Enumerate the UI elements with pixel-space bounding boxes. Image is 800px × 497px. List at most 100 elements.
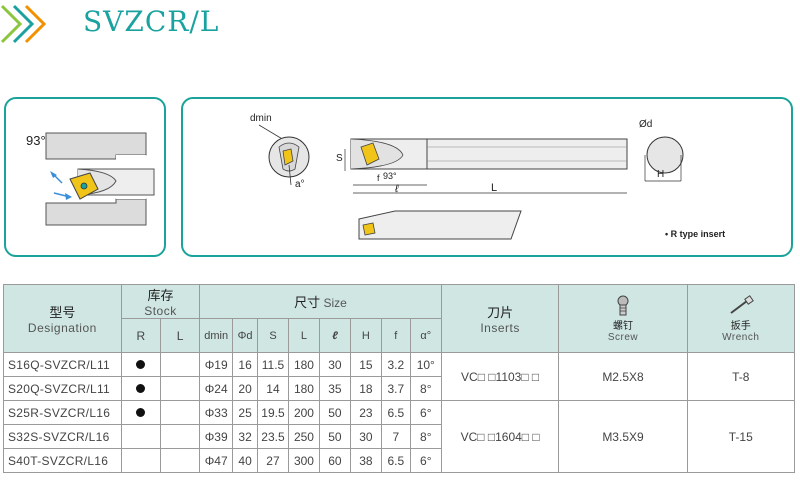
size-d-cell: 16 — [232, 352, 258, 377]
size-L-cell: 180 — [287, 376, 320, 401]
stock-header: 库存 Stock — [120, 284, 201, 319]
page-header: SVZCR/L — [0, 0, 800, 50]
ell-dimension-label: ℓ — [394, 183, 399, 195]
size-a-cell: 10° — [409, 352, 442, 377]
insert-cell: VC□ □1604□ □ — [440, 400, 560, 473]
size-ell-header: ℓ — [318, 318, 351, 353]
size-f-cell: 7 — [380, 424, 411, 449]
tool-dimension-drawing: dmin a° S f 93° ℓ L Ød H • R type insert — [250, 113, 725, 240]
size-s-header: S — [257, 318, 289, 353]
size-s-cell: 14 — [257, 376, 289, 401]
size-h-cell: 23 — [349, 400, 382, 425]
f-dimension-label: f — [377, 173, 380, 183]
size-h-cell: 15 — [349, 352, 382, 377]
size-s-cell: 23.5 — [257, 424, 289, 449]
stock-l-cell — [159, 400, 201, 425]
size-a-cell: 8° — [409, 376, 442, 401]
designation-cell: S25R-SVZCR/L16 — [3, 400, 122, 425]
size-header: 尺寸 Size — [199, 284, 442, 319]
s-dimension-label: S — [336, 153, 343, 164]
designation-cell: S20Q-SVZCR/L11 — [3, 376, 122, 401]
size-ell-cell: 50 — [318, 424, 351, 449]
size-d-cell: 40 — [232, 448, 258, 473]
size-ell-cell: 35 — [318, 376, 351, 401]
size-dmin-cell: Φ47 — [199, 448, 234, 473]
stock-l-cell — [159, 424, 201, 449]
in-stock-dot-icon — [136, 383, 146, 393]
page-title: SVZCR/L — [83, 5, 220, 38]
size-d-cell: 20 — [232, 376, 258, 401]
size-h-header: H — [349, 318, 382, 353]
size-dmin-header: dmin — [199, 318, 234, 353]
size-dmin-cell: Φ39 — [199, 424, 234, 449]
r-type-insert-note: • R type insert — [665, 229, 725, 239]
size-f-cell: 6.5 — [380, 400, 411, 425]
size-ell-cell: 50 — [318, 400, 351, 425]
wrench-header: 扳手 Wrench — [686, 284, 796, 353]
stock-l-cell — [159, 376, 201, 401]
designation-header: 型号 Designation — [3, 284, 122, 353]
stock-l-cell — [159, 448, 201, 473]
screw-icon — [617, 295, 629, 315]
wrench-cell: T-15 — [686, 400, 796, 473]
stock-r-cell — [120, 448, 161, 473]
wrench-cell: T-8 — [686, 352, 796, 401]
screw-cell: M2.5X8 — [558, 352, 688, 401]
dmin-label: dmin — [250, 113, 272, 124]
size-f-cell: 6.5 — [380, 448, 411, 473]
h-dimension-label: H — [657, 169, 664, 180]
size-L-cell: 180 — [287, 352, 320, 377]
specification-table: 型号 Designation 库存 Stock 尺寸 Size 刀片 Inser… — [3, 284, 796, 473]
size-f-cell: 3.2 — [380, 352, 411, 377]
screw-cell: M3.5X9 — [558, 400, 688, 473]
insert-cell: VC□ □1103□ □ — [440, 352, 560, 401]
size-dmin-cell: Φ19 — [199, 352, 234, 377]
size-a-cell: 6° — [409, 400, 442, 425]
size-d-cell: 25 — [232, 400, 258, 425]
approach-angle-label: 93° — [26, 133, 46, 148]
designation-cell: S32S-SVZCR/L16 — [3, 424, 122, 449]
od-label: Ød — [639, 119, 652, 130]
size-s-cell: 11.5 — [257, 352, 289, 377]
size-h-cell: 30 — [349, 424, 382, 449]
alpha-label: a° — [295, 179, 305, 190]
size-ell-cell: 60 — [318, 448, 351, 473]
in-stock-dot-icon — [136, 407, 146, 417]
size-L-cell: 300 — [287, 448, 320, 473]
stock-r-header: R — [120, 318, 161, 353]
size-s-cell: 19.5 — [257, 400, 289, 425]
dimension-diagram-panel: dmin a° S f 93° ℓ L Ød H • R type insert — [181, 97, 793, 257]
size-f-header: f — [380, 318, 411, 353]
lead-angle-label: 93° — [383, 171, 397, 181]
designation-cell: S16Q-SVZCR/L11 — [3, 352, 122, 377]
size-h-cell: 18 — [349, 376, 382, 401]
size-f-cell: 3.7 — [380, 376, 411, 401]
size-dmin-cell: Φ24 — [199, 376, 234, 401]
stock-r-cell — [120, 400, 161, 425]
inserts-header: 刀片 Inserts — [440, 284, 560, 353]
size-d-cell: 32 — [232, 424, 258, 449]
size-dmin-cell: Φ33 — [199, 400, 234, 425]
size-L-header: L — [287, 318, 320, 353]
screw-header: 螺钉 Screw — [558, 284, 688, 353]
size-a-cell: 6° — [409, 448, 442, 473]
in-stock-dot-icon — [136, 359, 146, 369]
size-d-header: Φd — [232, 318, 258, 353]
size-L-cell: 200 — [287, 400, 320, 425]
L-dimension-label: L — [491, 182, 497, 194]
size-ell-cell: 30 — [318, 352, 351, 377]
size-h-cell: 38 — [349, 448, 382, 473]
stock-r-cell — [120, 352, 161, 377]
application-diagram-panel: 93° — [4, 97, 166, 257]
stock-l-cell — [159, 352, 201, 377]
size-s-cell: 27 — [257, 448, 289, 473]
stock-r-cell — [120, 424, 161, 449]
wrench-icon — [730, 294, 754, 314]
designation-cell: S40T-SVZCR/L16 — [3, 448, 122, 473]
